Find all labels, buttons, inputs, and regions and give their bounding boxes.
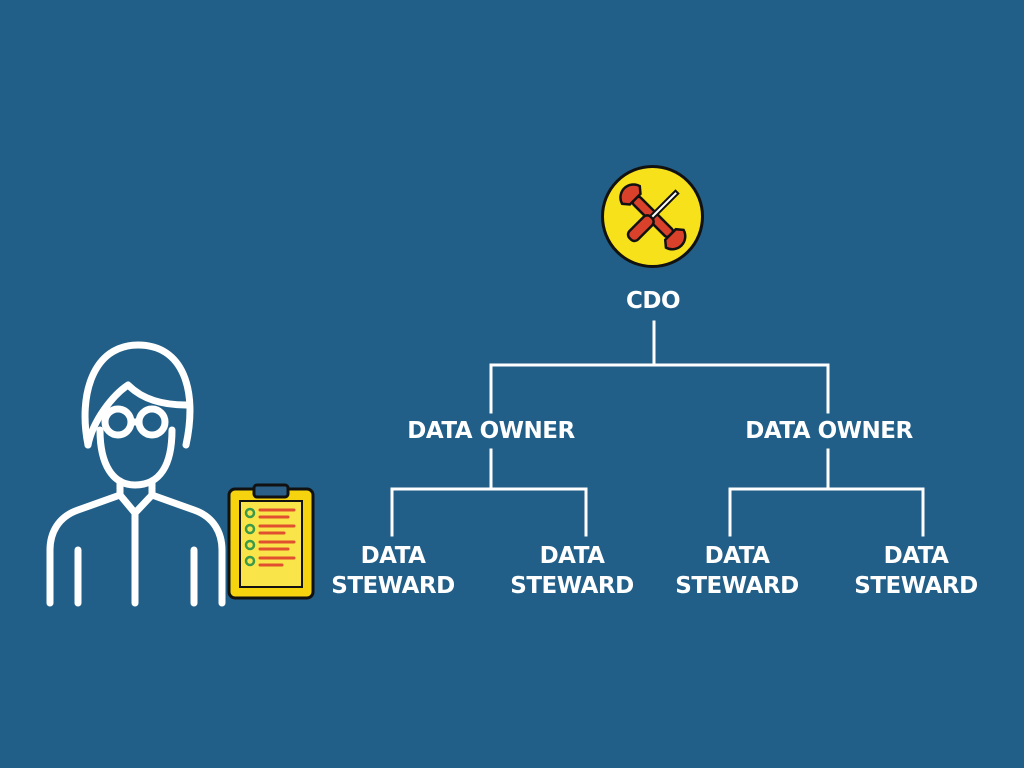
data-steward-line1: DATA — [704, 543, 770, 569]
data-steward-label: DATA STEWARD — [323, 541, 463, 601]
data-steward-line1: DATA — [883, 543, 949, 569]
data-steward-line1: DATA — [360, 543, 426, 569]
data-owner-label-right: DATA OWNER — [745, 418, 913, 444]
cdo-label: CDO — [625, 288, 681, 314]
data-steward-line2: STEWARD — [675, 573, 799, 599]
data-steward-line2: STEWARD — [331, 573, 455, 599]
data-steward-line2: STEWARD — [854, 573, 978, 599]
data-steward-label: DATA STEWARD — [667, 541, 807, 601]
data-steward-line2: STEWARD — [510, 573, 634, 599]
data-steward-label: DATA STEWARD — [846, 541, 986, 601]
data-owner-label-left: DATA OWNER — [407, 418, 575, 444]
wrench-screwdriver-icon — [601, 165, 704, 268]
person-with-glasses-icon — [46, 341, 226, 607]
data-steward-line1: DATA — [539, 543, 605, 569]
checklist-clipboard-icon — [227, 483, 315, 600]
data-steward-label: DATA STEWARD — [502, 541, 642, 601]
